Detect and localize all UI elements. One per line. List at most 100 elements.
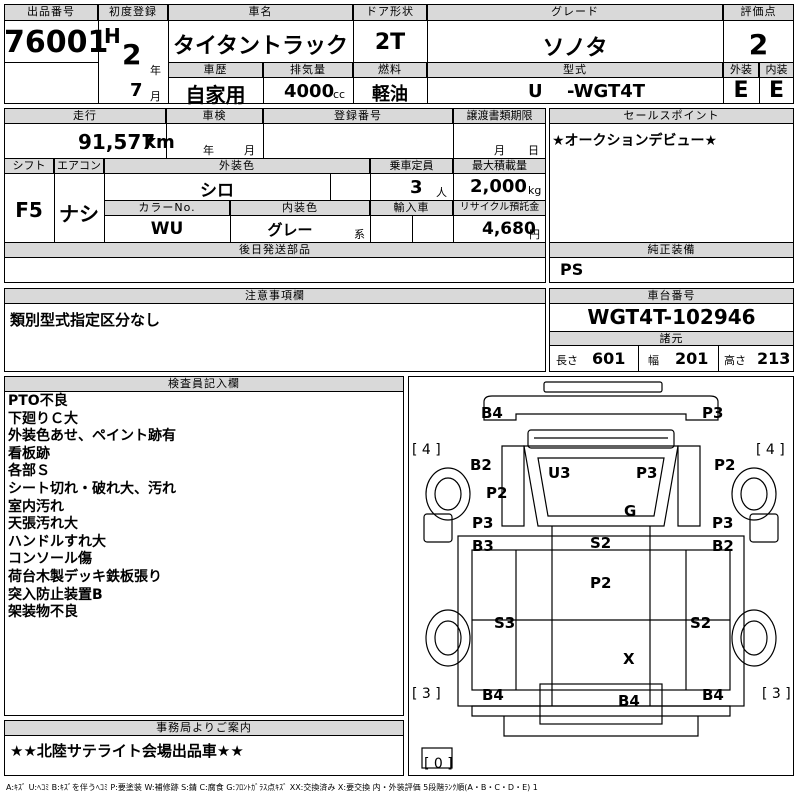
rear-bumper — [503, 716, 699, 737]
era-value: H — [104, 24, 121, 48]
mark-x: X — [623, 650, 635, 668]
tire-front-left: [ 4 ] — [412, 442, 441, 458]
ext-color-label: 外装色 — [104, 158, 370, 174]
exterior-label: 外装 — [723, 62, 759, 78]
mark-s3-left: S3 — [494, 614, 516, 632]
note-line: PTO不良 — [8, 393, 68, 409]
aircon-label: エアコン — [54, 158, 104, 174]
office-note-value: ★★北陸サテライト会場出品車★★ — [10, 742, 244, 760]
spare-box — [421, 747, 453, 769]
mark-b3-left: B3 — [472, 537, 494, 555]
fuel-label: 燃料 — [353, 62, 427, 78]
note-line: 外装色あせ、ペイント跡有 — [8, 428, 176, 445]
grade-label: グレード — [427, 4, 723, 21]
rear-right-wheel — [731, 609, 777, 667]
genuine-label: 純正装備 — [549, 242, 794, 258]
kei-unit: 系 — [354, 228, 365, 241]
dims-label: 諸元 — [549, 331, 794, 346]
legend-text: A:ｷｽﾞ U:ﾍｺﾐ B:ｷｽﾞを伴うﾍｺﾐ P:要塗装 W:補修跡 S:錆 … — [6, 783, 538, 792]
inspector-label: 検査員記入欄 — [4, 376, 404, 392]
mark-b4-rear: B4 — [618, 692, 640, 710]
max-load-value: 2,000 — [470, 176, 527, 197]
aircon-value: ナシ — [59, 202, 99, 226]
note-line: ハンドルすれ大 — [8, 533, 106, 550]
front-right-wheel — [731, 467, 777, 521]
car-name-value: タイタントラック — [172, 34, 349, 59]
cc-unit: cc — [333, 88, 346, 101]
year-unit: 年 — [150, 64, 161, 77]
left-step — [423, 513, 453, 543]
caution-label: 注意事項欄 — [4, 288, 546, 304]
note-line: 看板跡 — [8, 445, 50, 462]
windshield — [537, 457, 665, 517]
color-no-label: カラーNo. — [104, 200, 230, 216]
mark-b2-left: B2 — [470, 456, 492, 474]
mark-p3-cab: P3 — [636, 464, 658, 482]
door-label: ドア形状 — [353, 4, 427, 21]
mark-u3: U3 — [548, 464, 571, 482]
transfer-day-unit: 日 — [528, 144, 539, 157]
note-line: 荷台木製デッキ鉄板張り — [8, 568, 162, 585]
rear-left-wheel — [425, 609, 471, 667]
mark-p2-right: P2 — [714, 456, 736, 474]
score-label: 評価点 — [723, 4, 794, 21]
tire-rear-right: [ 3 ] — [762, 686, 791, 702]
sales-point-value: ★オークションデビュー★ — [552, 133, 718, 149]
height-value: 213 — [757, 349, 791, 368]
interior-label: 内装 — [759, 62, 794, 78]
width-label: 幅 — [648, 354, 659, 367]
width-value: 201 — [675, 349, 709, 368]
mark-p3-top-right: P3 — [702, 404, 724, 422]
cab-roof — [523, 445, 679, 527]
note-line: 室内汚れ — [8, 498, 64, 515]
inspection-label: 車検 — [166, 108, 263, 124]
shift-value: F5 — [15, 198, 43, 222]
door-value: 2T — [374, 30, 406, 55]
grille — [527, 429, 675, 449]
note-line: シート切れ・破れ大、汚れ — [8, 480, 176, 497]
transfer-label: 譲渡書類期限 — [453, 108, 546, 124]
history-label: 車歴 — [168, 62, 263, 78]
mark-p3-left: P3 — [472, 514, 494, 532]
history-value: 自家用 — [185, 83, 246, 107]
rear-panel — [539, 683, 663, 725]
sales-point-label: セールスポイント — [549, 108, 794, 124]
mark-b2-right: B2 — [712, 537, 734, 555]
yen-unit: 円 — [529, 228, 540, 241]
chassis-label: 車台番号 — [549, 288, 794, 304]
int-color-label: 内装色 — [230, 200, 370, 216]
note-line: 架装物不良 — [8, 604, 78, 621]
mark-b4-rear-right: B4 — [702, 686, 724, 704]
reg-year-value: 2 — [122, 38, 142, 71]
note-line: 下廻りＣ大 — [8, 410, 78, 427]
model-prefix-value: U — [528, 81, 543, 102]
max-load-label: 最大積載量 — [453, 158, 546, 174]
displacement-value: 4000 — [284, 81, 335, 102]
chassis-value: WGT4T-102946 — [587, 305, 756, 329]
mark-g: G — [624, 502, 637, 520]
model-value: -WGT4T — [567, 81, 646, 102]
genuine-value: PS — [560, 260, 584, 279]
caution-value: 類別型式指定区分なし — [10, 311, 161, 329]
lot-no-value: 76001 — [4, 25, 109, 60]
later-parts-label: 後日発送部品 — [4, 242, 546, 258]
int-color-value: グレー — [267, 221, 313, 239]
model-label: 型式 — [427, 62, 723, 78]
mileage-label: 走行 — [4, 108, 166, 124]
truck-damage-diagram — [421, 381, 779, 769]
front-left-wheel — [425, 467, 471, 521]
tire-front-right: [ 4 ] — [756, 442, 785, 458]
transfer-month-unit: 月 — [494, 144, 505, 157]
displacement-label: 排気量 — [263, 62, 353, 78]
first-reg-label: 初度登録 — [98, 4, 168, 21]
car-name-label: 車名 — [168, 4, 353, 21]
insp-month-unit: 月 — [244, 144, 255, 157]
color-no-value: WU — [150, 219, 184, 239]
tire-rear-left: [ 3 ] — [412, 686, 441, 702]
note-line: 天張汚れ大 — [8, 516, 78, 533]
person-unit: 人 — [436, 186, 447, 199]
spare-tire: [ 0 ] — [424, 756, 453, 772]
height-label: 高さ — [724, 354, 746, 367]
capacity-label: 乗車定員 — [370, 158, 453, 174]
ext-score-value: E — [733, 78, 749, 103]
